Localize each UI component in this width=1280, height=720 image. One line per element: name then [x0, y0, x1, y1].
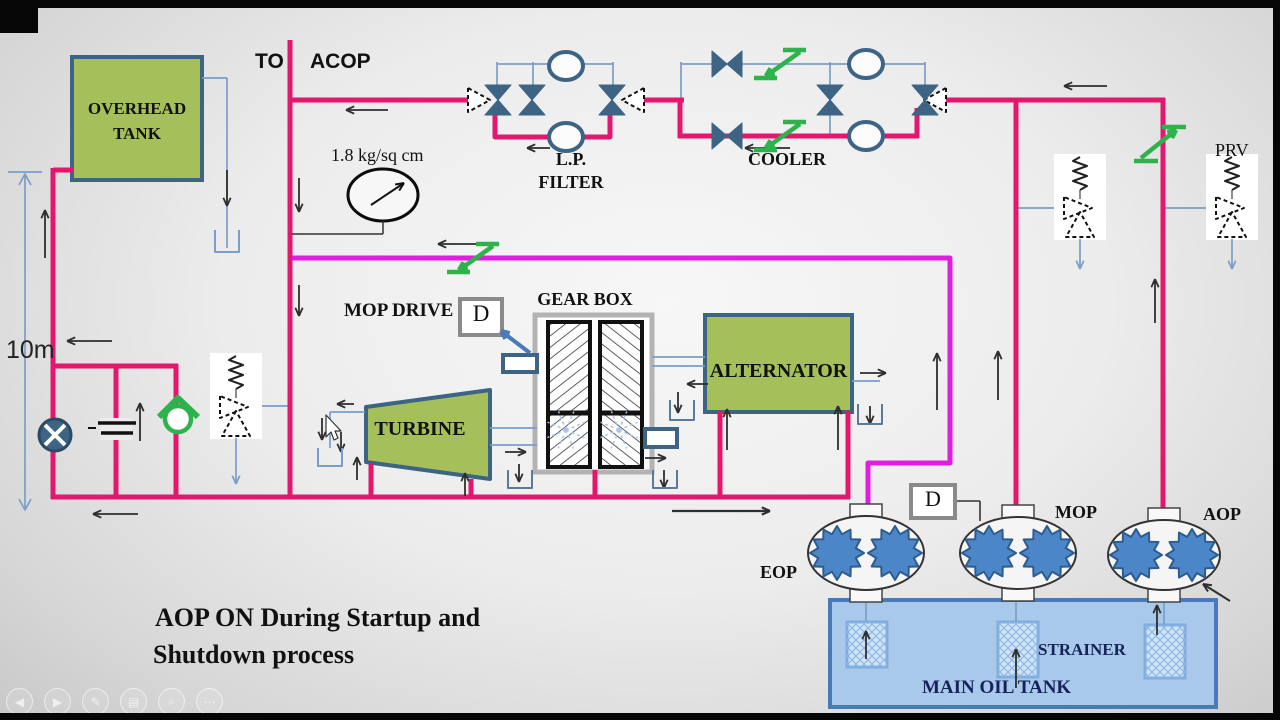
prv-label: PRV	[1215, 140, 1249, 160]
presentation-toolbar: ◀ ▶ ✎ ▤ ⌕ ⋯	[6, 688, 223, 715]
flow-arrows	[40, 81, 1231, 602]
top-left-frame-block	[0, 0, 38, 33]
right-frame-bar	[1273, 0, 1280, 720]
oil-pumps	[807, 503, 1221, 603]
alternator-label: ALTERNATOR	[709, 360, 848, 382]
strainer-label: STRAINER	[1038, 640, 1126, 659]
mouse-cursor	[325, 414, 342, 441]
height-dimension-label: 10m	[6, 336, 55, 364]
caption-line-1: AOP ON During Startup and	[155, 603, 481, 632]
mop-drive-badge: D	[472, 301, 490, 326]
see-all-slides-button[interactable]: ▤	[120, 688, 147, 715]
acop-label: ACOP	[310, 50, 371, 73]
drive-elements	[458, 297, 957, 520]
lp-filter-label-2: FILTER	[538, 172, 604, 192]
main-oil-tank-label: MAIN OIL TANK	[922, 677, 1072, 698]
caption-line-2: Shutdown process	[153, 640, 355, 669]
mop-drive-label: MOP DRIVE	[344, 300, 454, 321]
gear-box-label: GEAR BOX	[537, 289, 633, 309]
eop-label: EOP	[760, 562, 798, 582]
pressure-label: 1.8 kg/sq cm	[331, 145, 424, 165]
to-label: TO	[255, 50, 284, 73]
overhead-tank-label: OVERHEAD TANK	[87, 99, 187, 143]
turbine-label: TURBINE	[374, 418, 466, 440]
next-slide-button[interactable]: ▶	[44, 688, 71, 715]
pump-drive-badge: D	[925, 486, 941, 511]
previous-slide-button[interactable]: ◀	[6, 688, 33, 715]
lp-filter-label-1: L.P.	[555, 149, 587, 169]
drain-brackets	[214, 230, 883, 489]
aop-label: AOP	[1203, 504, 1241, 524]
mop-label: MOP	[1055, 502, 1097, 522]
valves-and-instruments	[37, 47, 1258, 485]
more-options-button[interactable]: ⋯	[196, 688, 223, 715]
bottom-frame-bar	[0, 713, 1280, 720]
cooler-label: COOLER	[747, 149, 826, 169]
zoom-tool-button[interactable]: ⌕	[158, 688, 185, 715]
piping-magenta	[292, 255, 953, 514]
top-frame-bar	[0, 0, 1280, 8]
strainers	[845, 604, 1187, 688]
pen-tool-button[interactable]: ✎	[82, 688, 109, 715]
gear-box	[532, 312, 655, 475]
